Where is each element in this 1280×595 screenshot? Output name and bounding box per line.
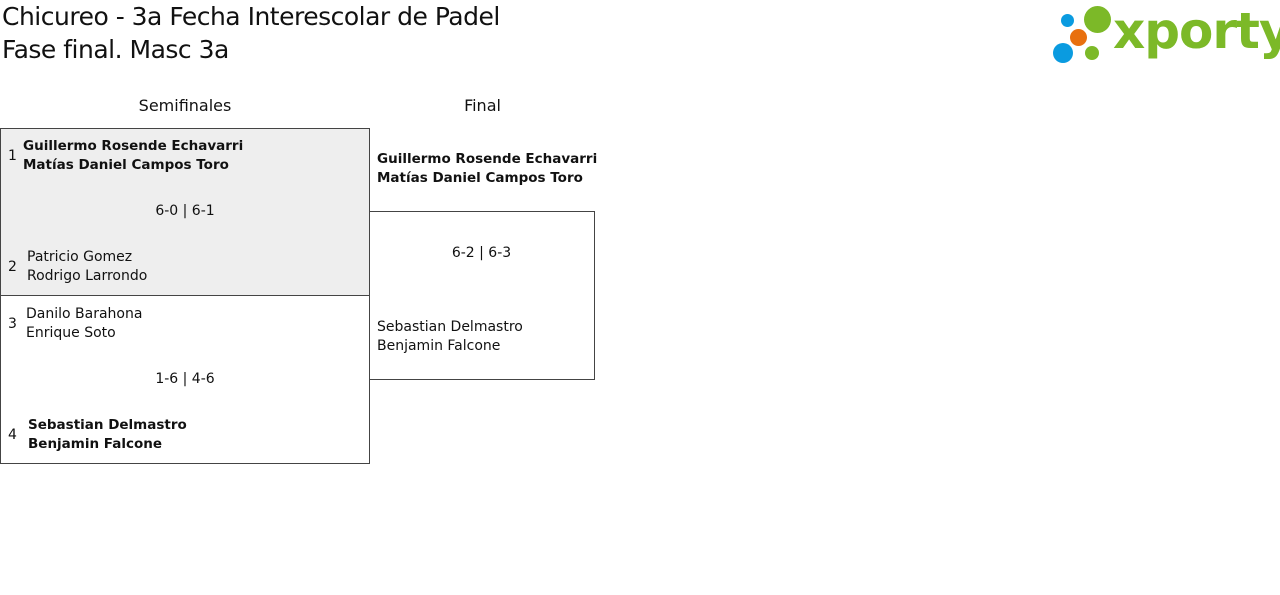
player-name: Benjamin Falcone [377, 338, 501, 354]
player-name: Guillermo Rosende Echavarri [377, 151, 598, 167]
logo-dot-icon [1085, 46, 1099, 60]
player-name: Benjamin Falcone [28, 436, 163, 452]
player-name: Sebastian Delmastro [28, 417, 187, 433]
player-name: Patricio Gomez [27, 249, 133, 265]
seed-number: 4 [8, 427, 17, 443]
logo-dot-icon [1053, 43, 1073, 63]
match-score: 6-0 | 6-1 [155, 203, 215, 219]
team: Danilo Barahona Enrique Soto [26, 305, 142, 343]
player-name: Enrique Soto [26, 325, 116, 341]
team: Patricio Gomez Rodrigo Larrondo [27, 248, 147, 286]
player-name: Guillermo Rosende Echavarri [23, 138, 244, 154]
seed-number: 3 [8, 316, 17, 332]
logo-text: xporty [1113, 2, 1280, 60]
round-header-semifinals: Semifinales [138, 96, 232, 115]
team-winner: Sebastian Delmastro Benjamin Falcone [28, 416, 187, 454]
player-name: Matías Daniel Campos Toro [377, 170, 583, 186]
seed-number: 2 [8, 259, 17, 275]
xporty-logo[interactable] [1050, 0, 1280, 70]
logo-dot-icon [1084, 6, 1111, 33]
match-final[interactable]: 6-2 | 6-3 Sebastian Delmastro Benjamin F… [369, 211, 595, 380]
final-team-winner: Guillermo Rosende Echavarri Matías Danie… [377, 150, 597, 188]
player-name: Sebastian Delmastro [377, 319, 523, 335]
final-team: Sebastian Delmastro Benjamin Falcone [377, 318, 523, 356]
page-title: Chicureo - 3a Fecha Interescolar de Pade… [2, 2, 500, 31]
logo-dot-icon [1070, 29, 1087, 46]
match-score: 6-2 | 6-3 [451, 245, 512, 261]
player-name: Danilo Barahona [26, 306, 143, 322]
match-score: 1-6 | 4-6 [155, 371, 215, 387]
team-winner: Guillermo Rosende Echavarri Matías Danie… [23, 137, 243, 175]
round-header-final: Final [464, 96, 501, 115]
logo-dot-icon [1061, 14, 1074, 27]
seed-number: 1 [8, 148, 17, 164]
match-semifinal-2[interactable]: 3 Danilo Barahona Enrique Soto 1-6 | 4-6… [0, 295, 370, 464]
player-name: Rodrigo Larrondo [27, 268, 148, 284]
match-semifinal-1[interactable]: 1 Guillermo Rosende Echavarri Matías Dan… [0, 128, 370, 296]
page-subtitle: Fase final. Masc 3a [2, 35, 229, 64]
player-name: Matías Daniel Campos Toro [23, 157, 229, 173]
